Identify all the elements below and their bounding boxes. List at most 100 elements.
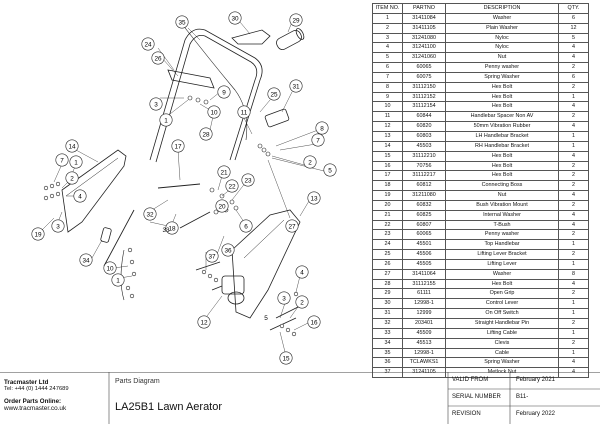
callout-20: 20 [215,199,229,213]
cell-description: Handlebar Spacer Non AV [445,111,559,123]
cell-item-no: 26 [372,258,403,270]
cell-description: Hex Bolt [445,160,559,172]
header-item-no: ITEM NO. [372,3,403,14]
serial-number-value: B11- [516,394,529,400]
cell-description: Open Grip [445,288,559,300]
company-tel: Tel: +44 (0) 1444 247689 [4,386,69,392]
cell-qty: 6 [558,71,589,83]
header-description: DESCRIPTION [445,3,559,14]
callout-4-left: 4 [73,189,87,203]
svg-text:1: 1 [74,159,78,166]
header-qty: QTY. [558,3,589,14]
vibration-mount-drawing [211,275,245,305]
svg-text:31: 31 [292,83,300,90]
callout-5-lower: 5 [264,315,268,322]
cell-description: Hex Bolt [445,101,559,113]
cell-qty: 2 [558,160,589,172]
callout-2-right: 2 [303,155,317,169]
cell-qty: 1 [558,308,589,319]
cell-item-no: 31 [372,308,403,319]
cell-partno: 60832 [402,199,446,211]
callout-16: 16 [307,315,321,329]
cell-qty: 4 [558,101,589,113]
header-partno: PARTNO [402,3,446,14]
cell-item-no: 15 [372,150,403,162]
cell-description: Internal Washer [445,209,559,221]
cell-partno: 31112155 [402,278,446,290]
callout-21: 21 [217,165,231,179]
cell-description: Hex Bolt [445,150,559,162]
cell-item-no: 19 [372,190,403,201]
order-online-label: Order Parts Online: [4,398,62,405]
cell-partno: 12999 [402,308,446,319]
callout-15: 15 [279,351,293,365]
clevis-drawing [100,227,112,243]
svg-text:5: 5 [328,167,332,174]
cell-partno: 60807 [402,219,446,231]
svg-text:16: 16 [310,319,318,326]
svg-text:26: 26 [154,55,162,62]
svg-text:15: 15 [282,355,290,362]
cell-item-no: 32 [372,318,403,329]
cell-partno: 31211080 [402,190,446,201]
cell-qty: 2 [558,288,589,300]
svg-text:3: 3 [56,223,60,230]
cell-item-no: 8 [372,81,403,93]
website-link[interactable]: www.tracmaster.co.uk [4,405,67,412]
cell-partno: 31241080 [402,32,446,44]
cell-description: On Off Switch [445,308,559,319]
cell-item-no: 28 [372,278,403,290]
svg-text:27: 27 [288,223,296,230]
cell-qty: 2 [558,229,589,241]
cell-partno: 12998-1 [402,347,446,359]
cell-description: Plain Washer [445,22,559,34]
cell-item-no: 27 [372,268,403,280]
cell-partno: 31112154 [402,101,446,113]
cell-item-no: 4 [372,42,403,54]
svg-text:25: 25 [270,91,278,98]
cell-partno: 45501 [402,239,446,251]
cell-item-no: 1 [372,12,403,24]
cell-item-no: 24 [372,239,403,251]
cell-partno: 45505 [402,258,446,270]
callout-14: 14 [65,139,79,153]
cell-item-no: 12 [372,121,403,132]
cell-qty: 2 [558,81,589,93]
cell-qty: 4 [558,121,589,132]
cell-qty: 4 [558,190,589,201]
cell-item-no: 22 [372,219,403,231]
cell-item-no: 16 [372,160,403,172]
cell-qty: 2 [558,318,589,329]
cell-description: Control Lever [445,298,559,310]
svg-text:33: 33 [162,227,170,234]
top-handlebar-drawing [149,28,263,161]
cell-partno: 60812 [402,180,446,192]
grip-drawing [276,28,305,51]
cell-item-no: 25 [372,249,403,260]
callout-12: 12 [197,315,211,329]
callout-31: 31 [289,79,303,93]
cell-partno: 61111 [402,288,446,300]
svg-text:12: 12 [200,319,208,326]
product-title: LA25B1 Lawn Aerator [115,401,223,413]
cell-qty: 4 [558,357,589,369]
callout-7-right: 7 [311,133,325,147]
svg-text:20: 20 [218,203,226,210]
svg-text:35: 35 [178,19,186,26]
cell-qty: 2 [558,111,589,123]
cell-item-no: 9 [372,91,403,103]
callout-10-lower: 10 [103,261,117,275]
